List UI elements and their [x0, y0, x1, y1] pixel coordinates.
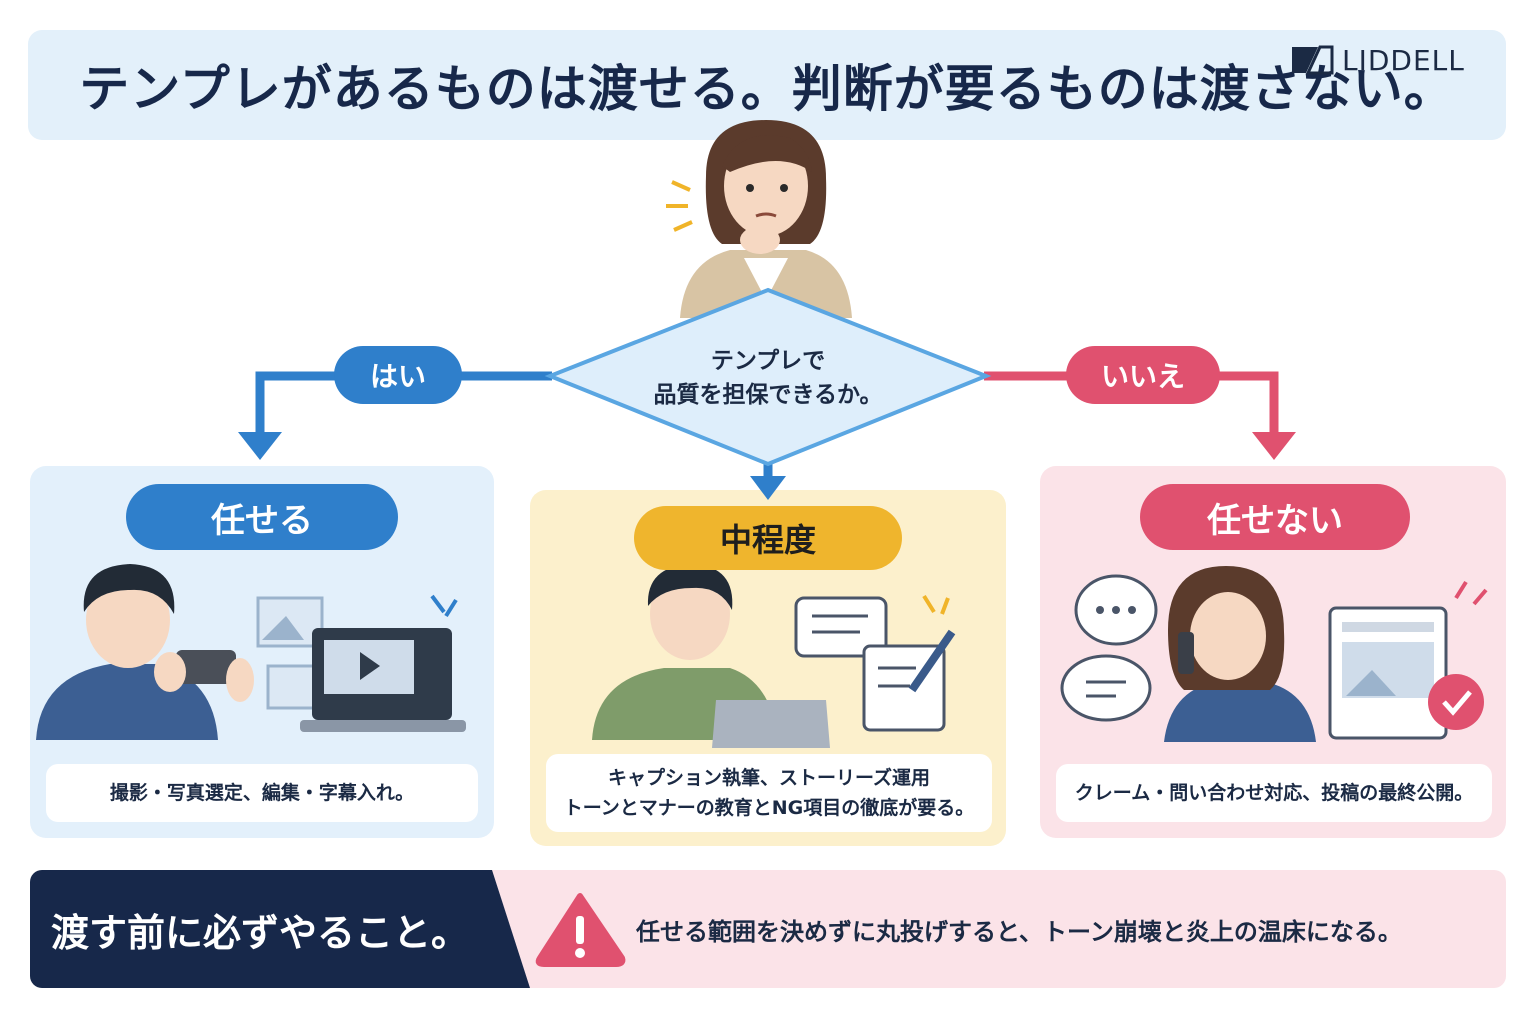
warning-text: 任せる範囲を決めずに丸投げすると、トーン崩壊と炎上の温床になる。	[636, 917, 1402, 946]
middle-arrowhead	[750, 476, 786, 500]
moderate-description: キャプション執筆、ストーリーズ運用 トーンとマナーの教育とNG項目の徹底が要る。	[546, 754, 992, 832]
keep-heading: 任せない	[1140, 484, 1410, 550]
moderate-description-line-1: キャプション執筆、ストーリーズ運用	[607, 767, 931, 789]
liddell-logo-icon	[1292, 45, 1334, 75]
question-line-1: テンプレで	[710, 348, 826, 374]
page-title: テンプレがあるものは渡せる。判断が要るものは渡さない。	[79, 60, 1455, 118]
delegate-description-text: 撮影・写真選定、編集・字幕入れ。	[109, 782, 415, 804]
logo: LIDDELL	[1290, 42, 1465, 78]
yes-branch-label: はい	[334, 346, 462, 404]
delegate-description: 撮影・写真選定、編集・字幕入れ。	[46, 764, 478, 822]
woman-on-phone-illustration	[1060, 566, 1488, 742]
decision-diamond	[544, 287, 992, 467]
moderate-description-line-2: トーンとマナーの教育とNG項目の徹底が要る。	[563, 797, 975, 819]
no-arrowhead	[1252, 432, 1296, 460]
decision-question: テンプレで 品質を担保できるか。	[600, 338, 936, 418]
no-branch-label: いいえ	[1066, 346, 1220, 404]
keep-description: クレーム・問い合わせ対応、投稿の最終公開。	[1056, 764, 1492, 822]
man-filming-illustration	[36, 564, 466, 740]
bottom-title: 渡す前に必ずやること。	[50, 910, 469, 955]
keep-description-text: クレーム・問い合わせ対応、投稿の最終公開。	[1074, 782, 1474, 804]
man-writing-illustration	[592, 564, 956, 748]
yes-arrowhead	[238, 432, 282, 460]
delegate-heading: 任せる	[126, 484, 398, 550]
bottom-title-block	[30, 870, 530, 988]
logo-text: LIDDELL	[1342, 43, 1465, 77]
moderate-heading: 中程度	[634, 506, 902, 570]
question-line-2: 品質を担保できるか。	[653, 382, 883, 408]
warning-triangle-icon	[535, 893, 626, 967]
thinking-woman-illustration	[666, 120, 852, 318]
